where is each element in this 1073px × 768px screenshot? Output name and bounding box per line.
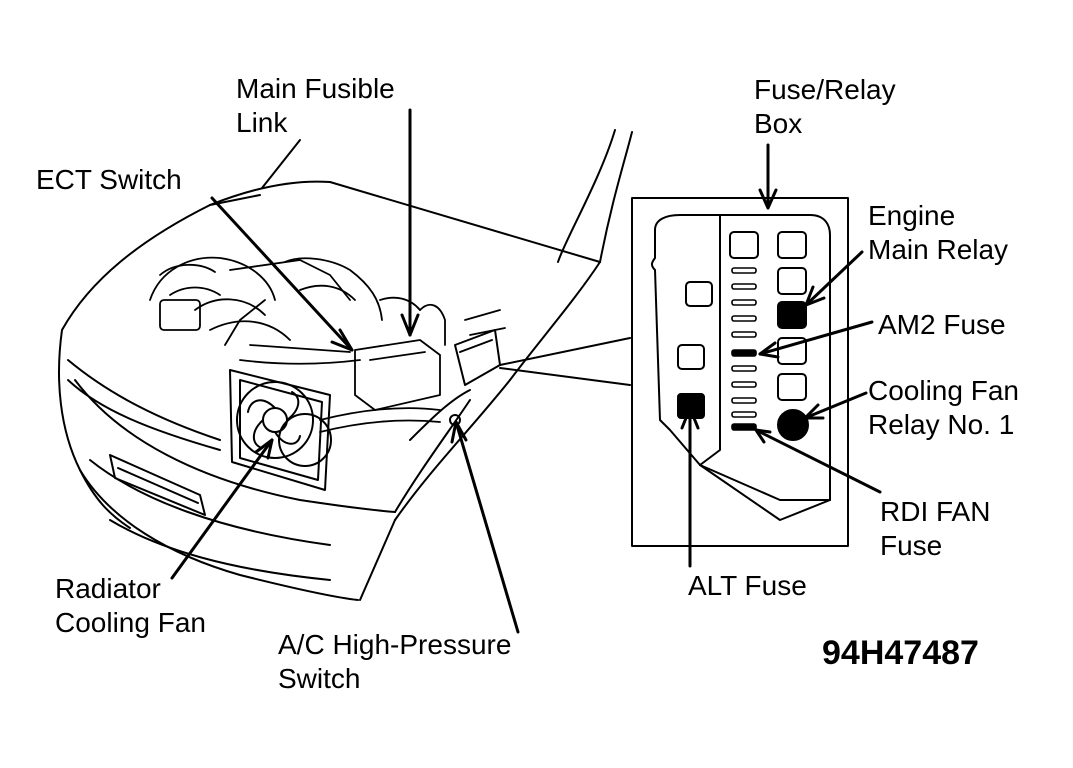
figure-code: 94H47487 <box>822 634 979 672</box>
label-engine-main-relay-line1: Engine <box>868 200 956 231</box>
label-am2-fuse: AM2 Fuse <box>878 308 1006 342</box>
label-main-fusible-link-line1: Main Fusible <box>236 73 395 104</box>
engine-bay-fuse-relay-box <box>449 329 631 426</box>
label-engine-main-relay-line2: Main Relay <box>868 234 1009 265</box>
label-rdi-fan-fuse-line1: RDI FAN <box>880 496 991 527</box>
engine-components <box>149 256 506 433</box>
label-engine-main-relay: Engine Main Relay <box>868 199 1008 267</box>
car-body-outline <box>58 129 633 601</box>
fuse-relay-box-detail <box>631 197 849 547</box>
label-fuse-relay-box-line2: Box <box>754 108 803 139</box>
label-main-fusible-link: Main Fusible Link <box>236 72 395 140</box>
label-fuse-relay-box-line1: Fuse/Relay <box>754 74 896 105</box>
label-cooling-fan-relay-line2: Relay No. 1 <box>868 409 1015 440</box>
label-main-fusible-link-line2: Link <box>236 107 288 138</box>
label-cooling-fan-relay-no1: Cooling Fan Relay No. 1 <box>868 374 1019 442</box>
label-radiator-cooling-fan-line1: Radiator <box>55 573 161 604</box>
label-rdi-fan-fuse-line2: Fuse <box>880 530 943 561</box>
label-ac-high-pressure-switch-line1: A/C High-Pressure <box>278 629 512 660</box>
label-fuse-relay-box: Fuse/Relay Box <box>754 73 896 141</box>
label-ect-switch-line1: ECT Switch <box>36 164 182 195</box>
label-alt-fuse: ALT Fuse <box>688 569 807 603</box>
label-radiator-cooling-fan: Radiator Cooling Fan <box>55 572 206 640</box>
label-cooling-fan-relay-line1: Cooling Fan <box>868 375 1019 406</box>
label-ac-high-pressure-switch-line2: Switch <box>278 663 361 694</box>
label-rdi-fan-fuse: RDI FAN Fuse <box>880 495 990 563</box>
radiator-cooling-fan-drawing <box>229 369 332 491</box>
label-radiator-cooling-fan-line2: Cooling Fan <box>55 607 206 638</box>
leader-lines <box>170 108 882 634</box>
label-alt-fuse-line1: ALT Fuse <box>688 570 807 601</box>
label-ect-switch: ECT Switch <box>36 163 182 197</box>
label-ac-high-pressure-switch: A/C High-Pressure Switch <box>278 628 511 696</box>
label-am2-fuse-line1: AM2 Fuse <box>878 309 1006 340</box>
